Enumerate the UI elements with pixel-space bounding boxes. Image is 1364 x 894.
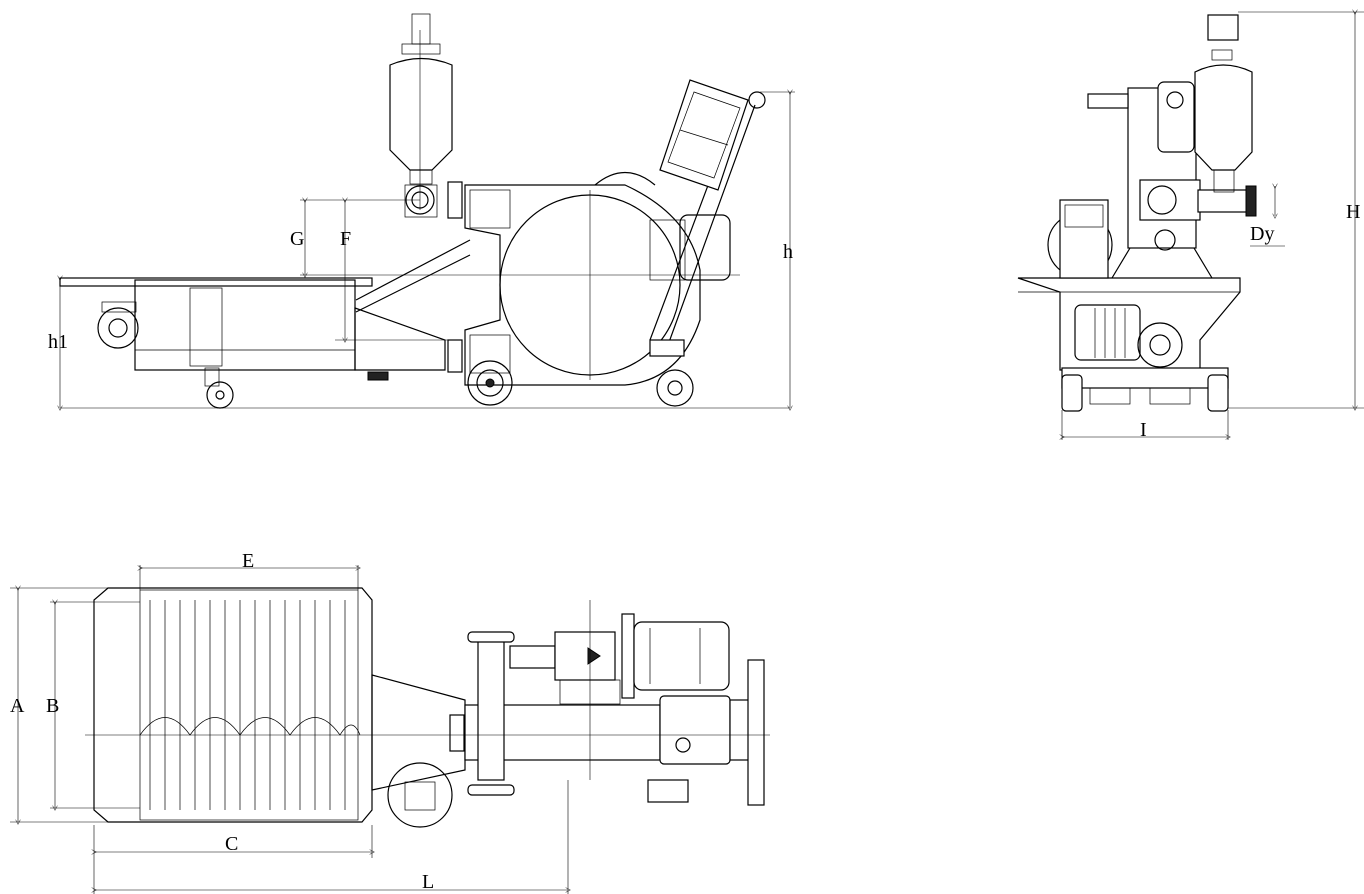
feed-funnel bbox=[354, 307, 446, 371]
top-main-motor bbox=[633, 621, 730, 691]
top-view: E A B C L bbox=[10, 550, 770, 894]
front-gearbox bbox=[1137, 322, 1183, 368]
hopper-tub bbox=[134, 279, 356, 371]
front-accumulator bbox=[1194, 64, 1253, 171]
front-wheel-left bbox=[1061, 374, 1083, 412]
pump-wheel bbox=[467, 360, 513, 406]
label-G: G bbox=[290, 228, 304, 250]
hopper-motor bbox=[97, 307, 139, 349]
pump-housing bbox=[464, 184, 701, 386]
label-F: F bbox=[340, 228, 351, 250]
label-h1: h1 bbox=[48, 331, 68, 353]
label-H: H bbox=[1346, 201, 1360, 223]
label-Dy: Dy bbox=[1250, 223, 1274, 245]
top-drive-motor bbox=[659, 695, 731, 765]
top-funnel bbox=[371, 674, 466, 791]
top-hopper bbox=[93, 587, 373, 823]
top-plate bbox=[747, 659, 765, 806]
label-I: I bbox=[1140, 419, 1147, 441]
hopper-grate-bars bbox=[149, 600, 346, 810]
label-C: C bbox=[225, 833, 238, 855]
front-view: H Dy I bbox=[1017, 12, 1364, 441]
accumulator bbox=[389, 57, 453, 171]
front-motor bbox=[1074, 304, 1141, 361]
label-B: B bbox=[46, 695, 59, 717]
top-gearbox bbox=[554, 631, 616, 681]
label-A: A bbox=[10, 695, 25, 717]
handle-caster bbox=[656, 369, 694, 407]
hopper-caster bbox=[206, 381, 234, 409]
front-wheel-right bbox=[1207, 374, 1229, 412]
label-L: L bbox=[422, 871, 434, 893]
label-h: h bbox=[783, 241, 793, 263]
label-E: E bbox=[242, 550, 254, 572]
top-inlet-ring bbox=[387, 762, 453, 828]
control-box bbox=[659, 79, 749, 191]
side-view: G F h h1 bbox=[48, 13, 795, 409]
